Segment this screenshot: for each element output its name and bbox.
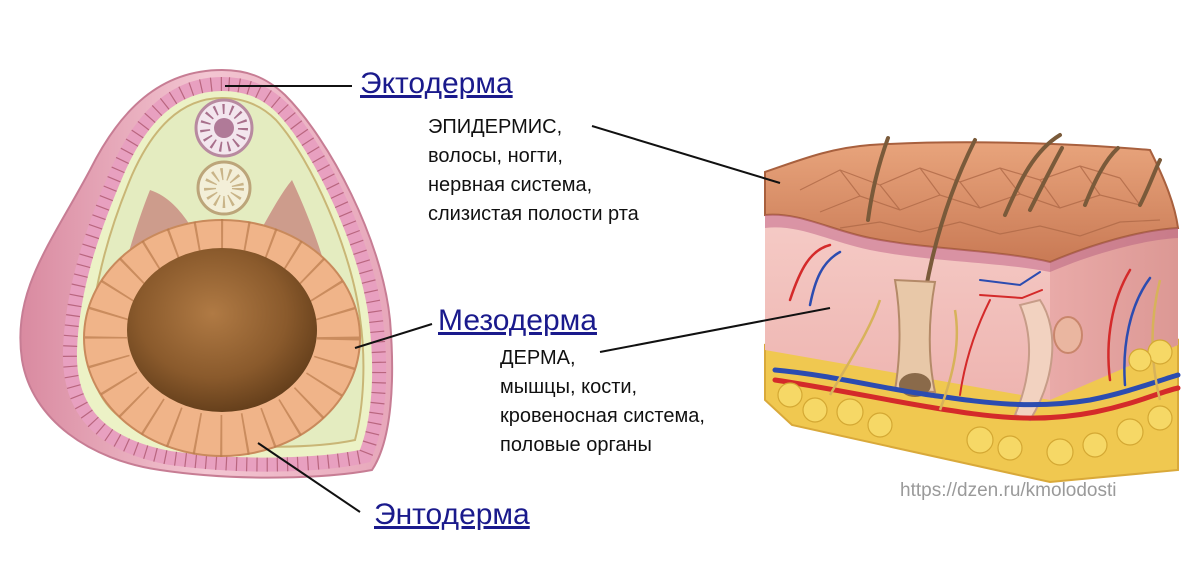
dermis-leader — [599, 307, 831, 353]
epidermis-edge-side — [1050, 228, 1178, 272]
endoderm-leader — [257, 442, 361, 513]
nerves — [828, 279, 1162, 411]
notochord-cells — [204, 168, 244, 208]
derivative-line: волосы, ногти, — [428, 145, 563, 167]
notochord — [196, 160, 252, 216]
epidermis-leader — [591, 125, 781, 184]
mesoderm-leader — [354, 323, 433, 349]
sebaceous-gland — [1053, 316, 1083, 354]
ectoderm-derivatives: ЭПИДЕРМИС, волосы, ногти, нервная систем… — [428, 113, 639, 229]
mesoderm-derivatives: ДЕРМА, мышцы, кости, кровеносная система… — [500, 344, 705, 460]
endoderm-label: Энтодерма — [374, 498, 530, 531]
leader-lines — [225, 85, 831, 513]
derivative-line: мышцы, кости, — [500, 376, 638, 398]
derivative-line: нервная система, — [428, 174, 593, 196]
fat-globules — [777, 339, 1173, 466]
endoderm-cell-borders — [85, 219, 359, 457]
skin-cross-section — [764, 133, 1181, 484]
blood-vessels — [772, 243, 1181, 421]
ectoderm-label: Эктодерма — [360, 67, 513, 100]
neural-tube-cells — [200, 104, 248, 152]
embryo-cross-section — [19, 68, 394, 479]
epidermis-scales — [799, 165, 1161, 237]
derivative-line: слизистая полости рта — [428, 203, 639, 225]
derivative-line: кровеносная система, — [500, 405, 705, 427]
derivative-line: ДЕРМА, — [500, 347, 576, 369]
mesoderm-label: Мезодерма — [438, 304, 597, 337]
derivative-line: ЭПИДЕРМИС, — [428, 116, 563, 138]
epidermis-edge — [765, 214, 1050, 272]
derivative-line: половые органы — [500, 434, 652, 456]
neural-tube-lumen — [214, 118, 234, 138]
gut-cavity — [127, 248, 317, 412]
watermark: https://dzen.ru/kmolodosti — [900, 480, 1117, 501]
hair-follicle — [893, 278, 937, 394]
